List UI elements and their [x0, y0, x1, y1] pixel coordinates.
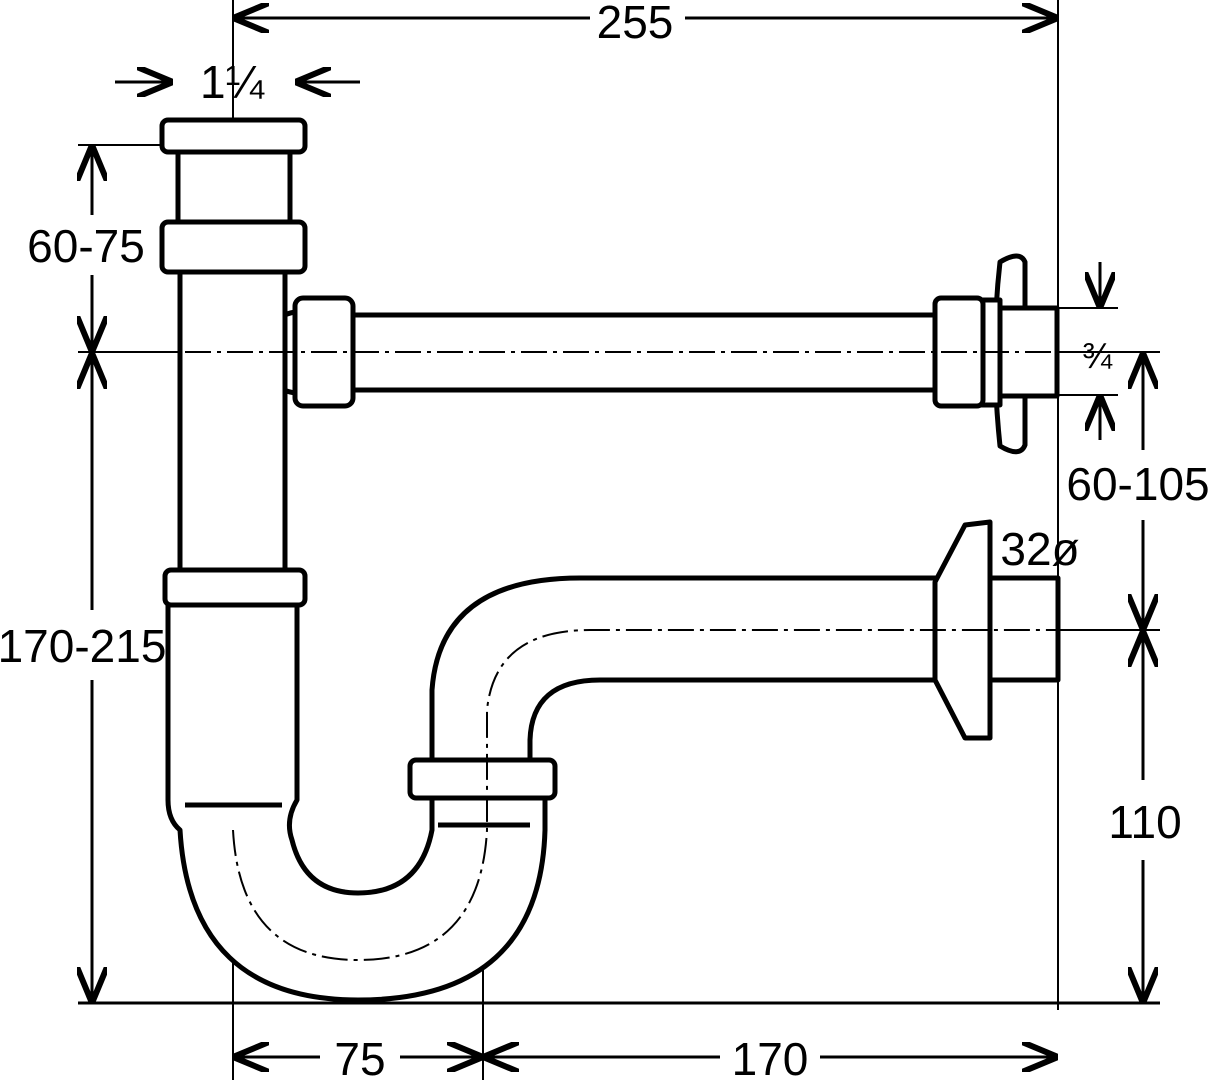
lower-nut	[162, 567, 308, 608]
outlet-nut	[407, 757, 558, 801]
dim-inlet-size: 1¼	[200, 56, 265, 108]
dimension-lines	[92, 18, 1143, 1057]
u-bend	[165, 602, 548, 1003]
dim-outlet-diameter: 32ø	[1000, 523, 1079, 575]
center-lines	[185, 351, 1060, 962]
trap-body	[159, 117, 1061, 1003]
upper-tube	[175, 145, 293, 229]
dim-trap-offset: 75	[334, 1033, 385, 1080]
outlet-pipe	[429, 575, 943, 763]
dim-outlet-length: 170	[732, 1033, 809, 1080]
dim-outlet-height: 110	[1108, 796, 1181, 848]
dim-total-width: 255	[597, 0, 674, 48]
dim-inlet-height: 60-75	[27, 220, 145, 272]
upper-nut	[159, 219, 308, 275]
inlet-nut	[159, 117, 308, 155]
dim-wall-connection: ¾	[1082, 335, 1113, 376]
dim-wall-height: 60-105	[1066, 458, 1209, 510]
vertical-pipe	[177, 265, 288, 576]
dim-trap-height: 170-215	[0, 620, 166, 672]
